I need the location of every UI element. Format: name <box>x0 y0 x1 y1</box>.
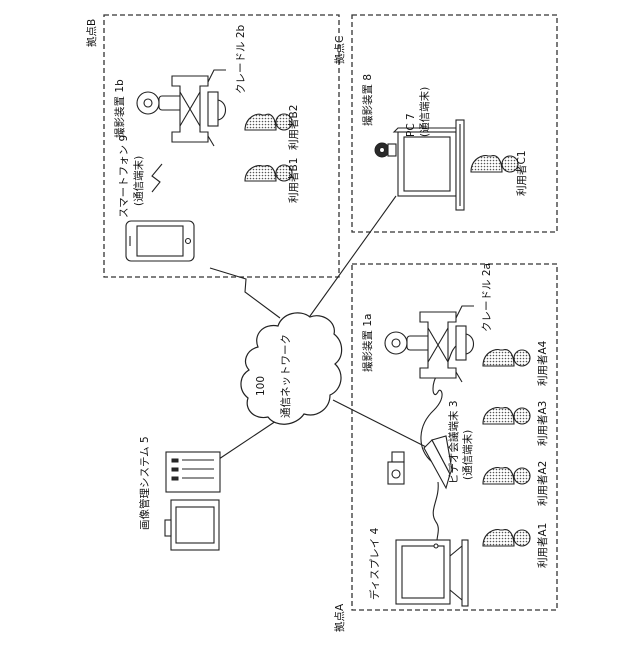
person-icon <box>483 350 530 366</box>
user-b1-label: 利用者B1 <box>288 158 300 203</box>
person-icon <box>483 468 530 484</box>
camera-1a-label: 撮影装置 1a <box>361 314 374 372</box>
user-a1-label: 利用者A1 <box>537 523 549 568</box>
cradle-icon <box>172 70 226 146</box>
person-icon <box>483 530 530 546</box>
smartphone-label: スマートフォン 9 <box>118 135 130 218</box>
cradle-2a-label: クレードル 2a <box>481 263 493 332</box>
cradle-2b-label: クレードル 2b <box>235 24 247 94</box>
camera-icon <box>375 143 396 157</box>
person-icon <box>245 165 292 181</box>
cable-terminal-display <box>433 482 438 548</box>
smartphone-icon <box>126 221 194 261</box>
person-icon <box>245 114 292 130</box>
user-a3-label: 利用者A3 <box>537 401 549 446</box>
link-site-a <box>333 400 436 452</box>
monitor-icon <box>165 500 219 550</box>
user-b2-label: 利用者B2 <box>288 105 300 150</box>
image-management-label: 画像管理システム 5 <box>138 436 151 530</box>
display-4-label: ディスプレイ 4 <box>368 527 381 600</box>
pc-7-label: PC 7 <box>405 113 417 137</box>
site-c-box <box>352 15 557 232</box>
server-icon <box>166 452 220 492</box>
link-site-c <box>300 196 396 330</box>
person-icon <box>471 156 518 172</box>
user-a2-label: 利用者A2 <box>537 461 549 506</box>
camera-1b-label: 撮影装置 1b <box>113 79 126 138</box>
network-label: 通信ネットワーク <box>280 334 292 418</box>
camera-8-label: 撮影装置 8 <box>361 74 374 126</box>
site-c-label: 拠点C <box>333 36 346 64</box>
pc-7-sub-label: (通信端末) <box>418 87 431 137</box>
network-ref-label: 100 <box>255 376 267 396</box>
link-smartphone-camera-wireless <box>152 164 162 192</box>
display-icon <box>396 540 468 606</box>
user-c1-label: 利用者C1 <box>516 150 528 196</box>
video-terminal-label: ビデオ会議端末 3 <box>447 400 460 484</box>
user-a4-label: 利用者A4 <box>537 340 549 386</box>
person-icon <box>483 408 530 424</box>
video-terminal-sub-label: (通信端末) <box>461 430 474 480</box>
site-a-label: 拠点A <box>333 603 346 632</box>
cradle-icon <box>420 306 474 382</box>
link-site-b-wireless <box>210 268 280 318</box>
site-b-label: 拠点B <box>85 19 98 47</box>
smartphone-sub-label: (通信端末) <box>132 156 145 206</box>
